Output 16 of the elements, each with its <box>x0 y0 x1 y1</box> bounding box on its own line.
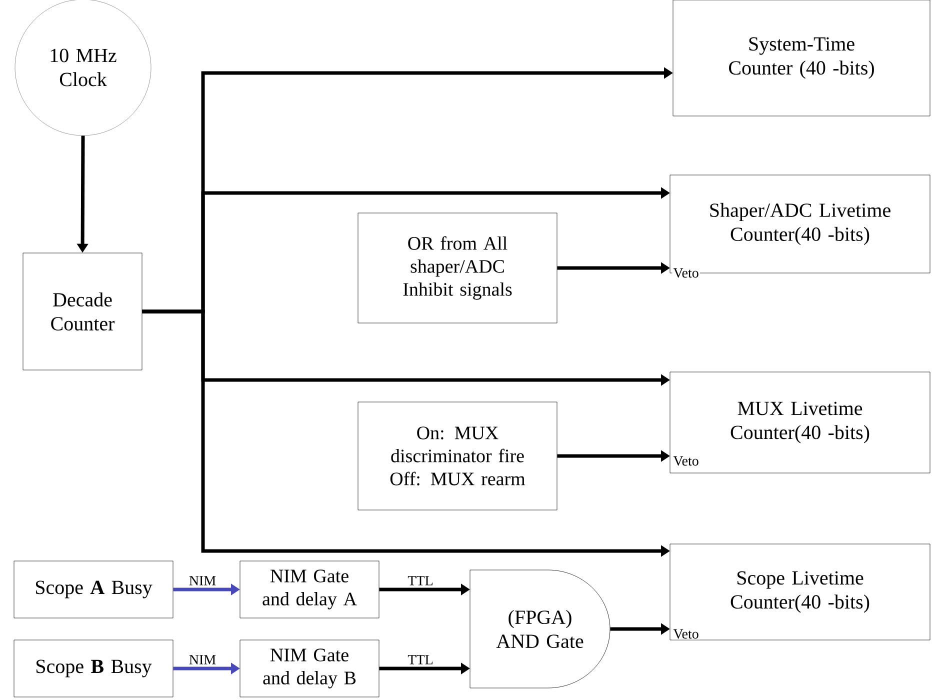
edge-label: Veto <box>672 267 700 279</box>
counter-box: System-Time Counter (40 -bits) <box>672 0 930 116</box>
edge-label: TTL <box>408 576 432 586</box>
counter-box: Decade Counter <box>22 252 142 370</box>
gate-box: NIM Gate and delay B <box>240 640 380 698</box>
busy-box: Scope B Busy <box>14 640 174 698</box>
edge-label: NIM <box>189 576 216 586</box>
edge-label: NIM <box>189 655 216 664</box>
edge-label: TTL <box>408 655 432 664</box>
busy-box: Scope A Busy <box>14 560 174 618</box>
logic-box: OR from All shaper/ADC Inhibit signals <box>358 212 558 324</box>
logic-box: On: MUX discriminator fire Off: MUX rearm <box>358 402 558 510</box>
edge-label: Veto <box>672 628 700 640</box>
and-gate: (FPGA) AND Gate <box>470 570 610 688</box>
edge-label: Veto <box>672 455 700 467</box>
gate-box: NIM Gate and delay A <box>240 560 380 618</box>
